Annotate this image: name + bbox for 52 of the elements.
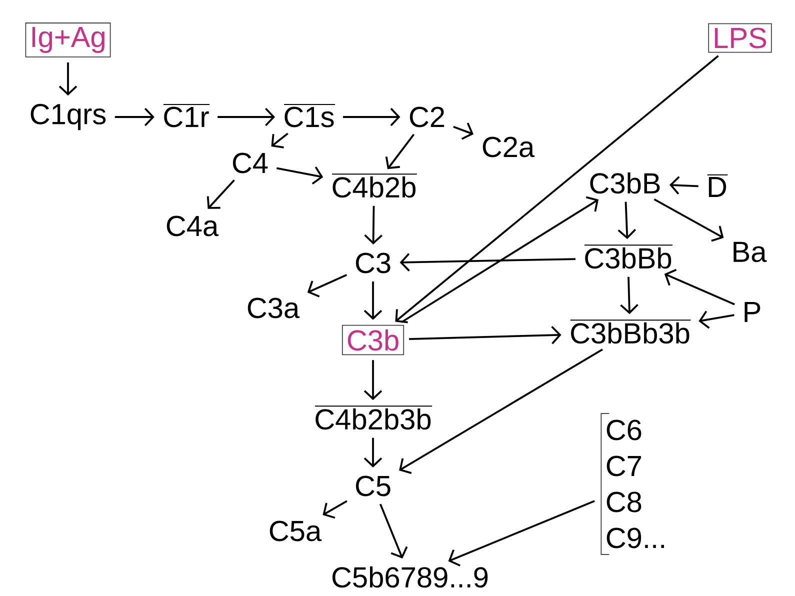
component-label: C5b6789...9 [332, 566, 488, 588]
component-label: C5 [356, 476, 390, 496]
component-label: C2 [410, 106, 444, 128]
highlighted-box: C3b [342, 324, 404, 356]
arrow [400, 196, 599, 324]
component-label: C3bB [590, 172, 660, 194]
arrow [206, 180, 235, 209]
component-label: C1s [284, 104, 336, 128]
component-list: C6 C7 C8 C9... [600, 413, 664, 555]
component-label: C4a [166, 216, 219, 236]
arrow [620, 276, 638, 314]
component-label: C4b2b3b [314, 406, 433, 430]
arrow [453, 122, 474, 140]
arrow [218, 108, 276, 126]
arrow [114, 108, 154, 126]
arrow [364, 438, 382, 468]
arrow [307, 274, 348, 298]
arrow [364, 360, 382, 400]
arrow [669, 176, 698, 194]
component-label: Ba [734, 242, 767, 262]
component-label: C2a [482, 136, 535, 158]
arrow [654, 198, 724, 242]
arrow [395, 55, 719, 324]
arrow [409, 326, 562, 344]
component-label: C1r [162, 104, 210, 128]
highlighted-box: Ig+Ag [25, 22, 111, 58]
arrow [400, 253, 576, 272]
component-label: C4b2b [332, 174, 418, 198]
arrow [379, 504, 408, 559]
arrow [364, 281, 382, 320]
arrow [618, 202, 636, 240]
arrow [698, 310, 734, 329]
arrow [385, 134, 415, 170]
component-label: C4 [232, 152, 268, 174]
component-label: C5a [270, 520, 322, 542]
arrow [343, 108, 400, 126]
arrow [271, 132, 288, 148]
component-label: C3a [248, 298, 300, 318]
component-label: C3 [356, 252, 390, 274]
arrow [399, 348, 603, 474]
highlighted-box: LPS [708, 23, 772, 53]
component-label: D [706, 174, 728, 197]
arrow [664, 268, 735, 306]
component-label: C1qrs [30, 104, 106, 130]
component-label: P [744, 302, 760, 322]
component-label: C3bBb [584, 244, 674, 269]
arrow [276, 166, 324, 185]
arrow [58, 62, 78, 96]
arrow [364, 206, 383, 245]
arrow [322, 500, 348, 519]
component-label: C3bBb3b [570, 320, 692, 344]
arrow [448, 500, 595, 566]
